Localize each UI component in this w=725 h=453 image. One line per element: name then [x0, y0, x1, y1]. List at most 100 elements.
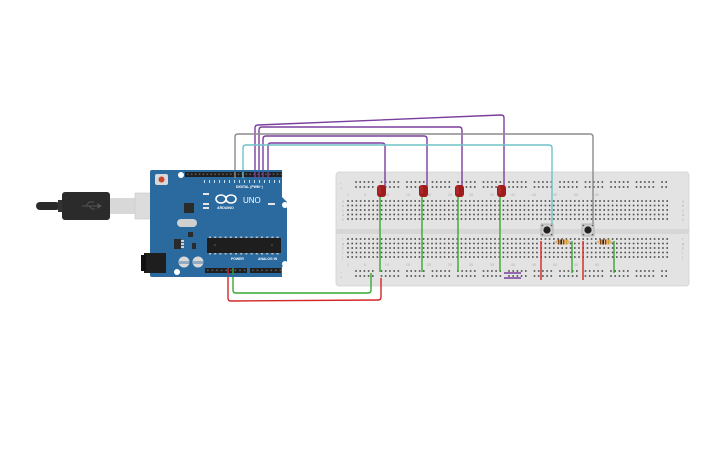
breadboard-hole — [519, 204, 521, 207]
breadboard-hole — [485, 251, 488, 254]
led-1[interactable] — [377, 185, 386, 197]
led-2[interactable] — [419, 185, 428, 197]
rail-hole — [537, 275, 540, 277]
rail-hole — [418, 270, 421, 272]
usb-cable[interactable] — [36, 192, 171, 220]
breadboard-hole — [658, 200, 660, 202]
breadboard-hole — [595, 238, 597, 240]
breadboard-hole — [410, 238, 412, 240]
row-label: h — [682, 246, 684, 251]
wire-red-5v[interactable] — [227, 268, 382, 302]
breadboard-hole — [439, 204, 442, 207]
breadboard-hole — [481, 218, 484, 220]
pushbutton-1[interactable] — [540, 223, 554, 237]
column-label: 20 — [427, 262, 432, 267]
breadboard-hole — [590, 213, 593, 216]
breadboard-hole — [523, 204, 526, 207]
breadboard-hole — [595, 218, 597, 220]
breadboard[interactable]: − + − + 11551010151520202525303035354040… — [335, 171, 690, 287]
rail-hole — [520, 186, 523, 188]
breadboard-hole — [624, 204, 626, 207]
wire-purple-led2[interactable] — [262, 135, 428, 192]
breadboard-hole — [506, 200, 509, 202]
breadboard-hole — [439, 200, 442, 202]
rail-hole — [469, 186, 472, 188]
wire-cyan-button1[interactable] — [242, 144, 553, 226]
breadboard-hole — [464, 218, 467, 220]
digital-header-pins — [187, 173, 283, 183]
breadboard-hole — [561, 209, 563, 211]
breadboard-hole — [422, 251, 425, 254]
breadboard-hole — [473, 256, 475, 258]
rail-hole — [482, 181, 485, 183]
breadboard-hole — [469, 213, 471, 216]
wire-purple-led4[interactable] — [254, 114, 505, 192]
column-label: 30 — [469, 262, 474, 267]
breadboard-hole — [380, 204, 383, 207]
breadboard-hole — [586, 200, 589, 202]
breadboard-hole — [473, 218, 475, 220]
breadboard-hole — [406, 200, 408, 202]
resistor-2[interactable] — [595, 239, 614, 245]
breadboard-hole — [477, 200, 479, 202]
digital-header[interactable] — [185, 172, 282, 177]
led-4[interactable] — [497, 185, 506, 197]
breadboard-hole — [595, 204, 597, 207]
breadboard-hole — [519, 247, 521, 249]
breadboard-hole — [569, 213, 572, 216]
breadboard-hole — [490, 242, 492, 245]
analog-header[interactable] — [250, 268, 281, 273]
rail-hole — [359, 186, 361, 188]
rail-hole — [644, 270, 646, 272]
breadboard-hole — [632, 256, 635, 258]
arduino-uno[interactable]: DIGITAL (PWM~) ARDUINO UNO — [141, 170, 288, 277]
row-label: a — [342, 199, 345, 204]
rail-hole — [482, 275, 485, 277]
breadboard-hole — [574, 204, 576, 207]
rail-hole — [389, 270, 391, 272]
breadboard-hole — [477, 251, 479, 254]
breadboard-hole — [448, 242, 450, 245]
rail-hole — [542, 186, 544, 188]
breadboard-hole — [494, 200, 496, 202]
rail-hole — [389, 186, 391, 188]
breadboard-hole — [511, 218, 513, 220]
breadboard-hole — [469, 200, 471, 202]
rail-hole — [648, 186, 650, 188]
breadboard-hole — [464, 200, 467, 202]
breadboard-hole — [658, 256, 660, 258]
breadboard-hole — [414, 242, 416, 245]
breadboard-hole — [448, 247, 450, 249]
wire-purple-led3[interactable] — [258, 126, 463, 192]
breadboard-hole — [439, 209, 442, 211]
breadboard-hole — [498, 204, 500, 207]
breadboard-hole — [422, 256, 425, 258]
breadboard-hole — [460, 242, 463, 245]
onboard-led-on — [268, 203, 275, 205]
wire-gray-button2[interactable] — [234, 133, 594, 226]
header-pin — [220, 269, 223, 272]
breadboard-hole — [624, 256, 626, 258]
breadboard-hole — [464, 204, 467, 207]
rail-hole — [576, 181, 578, 183]
rail-hole — [414, 181, 417, 183]
breadboard-hole — [599, 200, 601, 202]
breadboard-hole — [565, 209, 568, 211]
resistor-1[interactable] — [553, 239, 572, 245]
breadboard-hole — [561, 218, 563, 220]
led-3[interactable] — [455, 185, 464, 197]
breadboard-hole — [590, 209, 593, 211]
breadboard-hole — [607, 200, 610, 202]
breadboard-hole — [649, 218, 652, 220]
rail-hole — [635, 275, 638, 277]
rail-hole — [597, 186, 599, 188]
breadboard-hole — [490, 256, 492, 258]
breadboard-hole — [452, 238, 454, 240]
breadboard-hole — [666, 238, 668, 240]
wire-green-gnd[interactable] — [232, 268, 372, 294]
breadboard-hole — [607, 209, 610, 211]
breadboard-hole — [469, 204, 471, 207]
rail-hole — [563, 270, 565, 272]
pushbutton-2[interactable] — [581, 223, 595, 237]
rail-hole — [567, 186, 570, 188]
